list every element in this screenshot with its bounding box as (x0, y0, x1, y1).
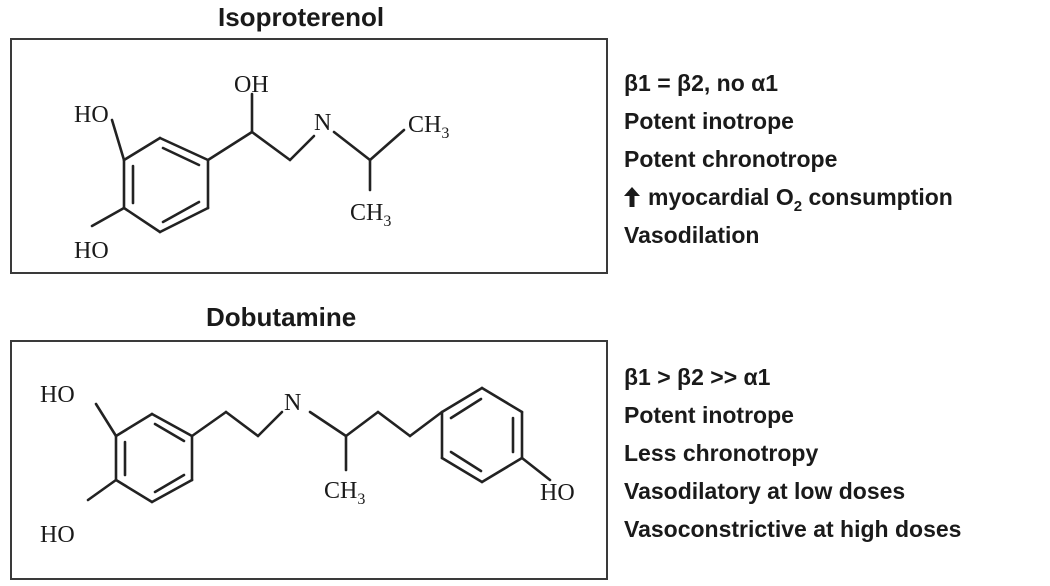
isoproterenol-label-oh: OH (234, 72, 269, 98)
dobutamine-label-ho-right: HO (540, 480, 575, 506)
dobutamine-property-chronotropy: Less chronotropy (624, 440, 819, 466)
isoproterenol-receptor-selectivity: β1 = β2, no α1 (624, 70, 779, 96)
isoproterenol-bond-ho-upper (110, 118, 126, 162)
dobutamine-right-benzene-ring (440, 386, 524, 484)
dobutamine-bond-chain-6 (408, 410, 444, 438)
isoproterenol-bond-n-ch (332, 130, 372, 162)
isoproterenol-title: Isoproterenol (218, 2, 385, 32)
dobutamine-bond-n-ch (308, 410, 348, 438)
dobutamine-property-high-dose: Vasoconstrictive at high doses (624, 516, 962, 542)
isoproterenol-bond-ho-lower (90, 206, 126, 228)
isoproterenol-property-inotrope: Potent inotrope (624, 108, 794, 134)
dobutamine-label-n: N (284, 390, 301, 416)
dobutamine-property-low-dose: Vasodilatory at low doses (624, 478, 906, 504)
isoproterenol-bond-chain-1 (206, 130, 254, 162)
isoproterenol-property-o2-consumption: myocardial O2 consumption (624, 178, 953, 216)
isoproterenol-bond-chain-2 (250, 130, 292, 162)
isoproterenol-benzene-ring (122, 136, 210, 234)
isoproterenol-o2-subscript: 2 (793, 198, 803, 215)
dobutamine-bond-ho-upper (94, 402, 118, 438)
isoproterenol-label-ho-lower: HO (74, 238, 109, 264)
isoproterenol-property-vasodilation: Vasodilation (624, 222, 760, 248)
isoproterenol-structure: OH HO HO N CH3 CH3 (74, 72, 449, 264)
isoproterenol-label-ch3-lower: CH3 (350, 200, 391, 230)
isoproterenol-properties: β1 = β2, no α1 Potent inotrope Potent ch… (624, 64, 953, 254)
dobutamine-receptor-selectivity: β1 > β2 >> α1 (624, 364, 771, 390)
isoproterenol-label-ch3-upper: CH3 (408, 112, 449, 142)
dobutamine-bond-chain-5 (376, 410, 412, 438)
isoproterenol-label-ho-upper: HO (74, 102, 109, 128)
dobutamine-properties: β1 > β2 >> α1 Potent inotrope Less chron… (624, 358, 961, 548)
dobutamine-bond-ho-lower (86, 478, 118, 502)
isoproterenol-bond-chain-3 (288, 134, 316, 162)
isoproterenol-property-chronotrope: Potent chronotrope (624, 146, 838, 172)
dobutamine-bond-chain-4 (344, 410, 380, 438)
up-arrow-icon (624, 187, 640, 207)
dobutamine-label-ch3: CH3 (324, 478, 365, 508)
dobutamine-bond-chain-3 (256, 410, 284, 438)
dobutamine-bond-ho-right (520, 456, 552, 482)
dobutamine-bond-chain-1 (190, 410, 228, 438)
dobutamine-title: Dobutamine (206, 302, 357, 332)
isoproterenol-label-n: N (314, 110, 331, 136)
dobutamine-property-inotrope: Potent inotrope (624, 402, 794, 428)
isoproterenol-o2-text-pre: myocardial O (648, 184, 794, 210)
dobutamine-bond-chain-2 (224, 410, 260, 438)
dobutamine-left-benzene-ring (114, 412, 194, 504)
dobutamine-label-ho-lower: HO (40, 522, 75, 548)
dobutamine-structure: HO HO N CH3 HO (40, 382, 575, 548)
isoproterenol-o2-text-post: consumption (802, 184, 953, 210)
isoproterenol-bond-ch-ch3-upper (368, 128, 406, 162)
dobutamine-structure-panel: HO HO N CH3 HO (10, 340, 608, 580)
isoproterenol-structure-panel: OH HO HO N CH3 CH3 (10, 38, 608, 274)
dobutamine-label-ho-upper: HO (40, 382, 75, 408)
